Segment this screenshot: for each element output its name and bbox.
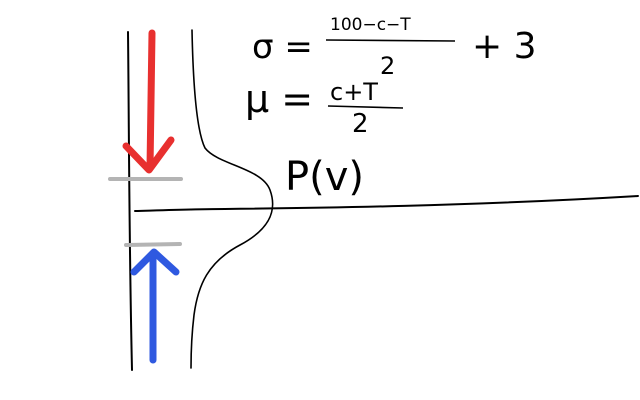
sigma-tail: + 3 [472,26,537,67]
distribution-curve [190,29,274,369]
lower-threshold-marker [124,242,182,247]
sigma-fraction-bar [325,39,456,42]
mu-lhs: μ = [245,77,313,121]
sigma-denominator: 2 [380,52,395,80]
down-arrow-icon [122,29,175,174]
sigma-formula: σ = 100−c−T 2 + 3 [252,15,537,80]
curve-label: P(v) [285,154,364,200]
mu-fraction-bar [327,105,404,109]
mu-denominator: 2 [352,109,369,139]
horizontal-axis-line [134,195,639,212]
sigma-numerator: 100−c−T [330,15,411,35]
left-axis-line [127,31,133,371]
mu-numerator: c+T [330,78,378,106]
sigma-lhs: σ = [252,27,313,67]
mu-formula: μ = c+T 2 [245,77,404,139]
up-arrow-icon [130,248,180,364]
